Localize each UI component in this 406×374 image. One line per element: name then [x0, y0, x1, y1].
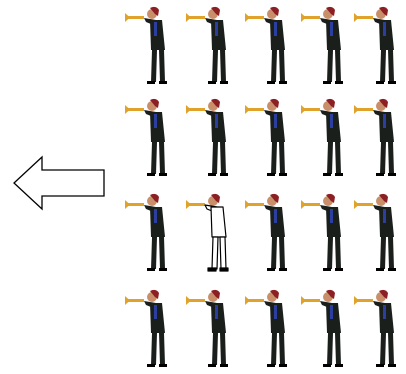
trumpet-player-icon — [125, 98, 167, 176]
trumpet-player-icon — [301, 289, 343, 367]
trumpet-player-icon — [245, 6, 287, 84]
trumpet-player-icon — [245, 98, 287, 176]
trumpet-player-icon — [186, 98, 228, 176]
trumpet-player-icon — [301, 6, 343, 84]
trumpet-player-icon — [125, 6, 167, 84]
highlighted-trumpet-player-icon — [185, 193, 229, 272]
trumpet-player-grid — [125, 6, 396, 367]
trumpet-player-icon — [125, 289, 167, 367]
trumpet-player-icon — [245, 289, 287, 367]
trumpet-player-icon — [125, 193, 167, 271]
trumpet-player-icon — [354, 6, 396, 84]
trumpet-player-icon — [301, 98, 343, 176]
trumpet-player-icon — [354, 193, 396, 271]
trumpet-player-icon — [301, 193, 343, 271]
trumpet-player-icon — [354, 289, 396, 367]
trumpet-player-icon — [186, 6, 228, 84]
trumpet-player-icon — [186, 289, 228, 367]
left-arrow-icon — [13, 155, 105, 211]
trumpet-player-icon — [245, 193, 287, 271]
trumpet-player-icon — [354, 98, 396, 176]
